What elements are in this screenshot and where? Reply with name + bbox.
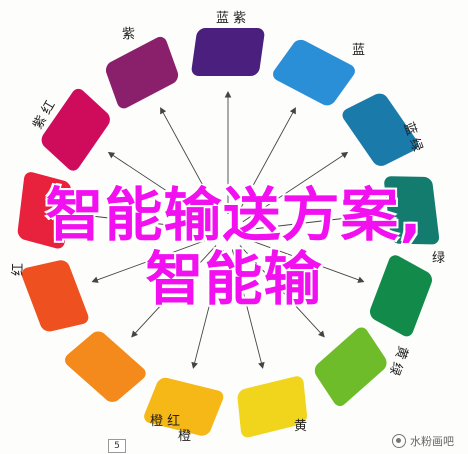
segment-yellow-orange xyxy=(237,376,307,438)
arrow-head-blue-green xyxy=(340,151,349,159)
label-orange: 橙 xyxy=(178,429,191,444)
arrow-line-violet xyxy=(108,152,214,223)
label-blue-violet: 蓝 紫 xyxy=(216,11,246,26)
arrow-line-yellow-green xyxy=(244,237,364,283)
arrow-head-violet xyxy=(107,151,116,159)
segment-red-violet xyxy=(17,172,71,249)
segment-purple xyxy=(105,36,179,109)
segment-red xyxy=(21,260,89,332)
arrow-head-red-orange xyxy=(131,330,138,338)
watermark: 水粉画吧 xyxy=(392,432,454,450)
overlay-title-line2: 智能输 xyxy=(145,245,323,313)
arrow-head-blue xyxy=(289,107,296,115)
label-yellow-green: 黄 绿 xyxy=(386,344,410,377)
arrow-head-red xyxy=(91,276,99,283)
label-red-orange: 橙 红 xyxy=(150,413,180,429)
arrow-head-yellow xyxy=(318,330,325,338)
watermark-text: 水粉画吧 xyxy=(410,435,454,448)
center-arrows xyxy=(83,91,373,369)
arrow-head-yellow-green xyxy=(357,276,365,283)
segment-orange xyxy=(144,377,224,436)
arrow-line-red xyxy=(92,237,212,283)
arrow-head-orange xyxy=(191,361,198,369)
arrow-line-green xyxy=(245,214,372,231)
segment-violet xyxy=(41,88,110,171)
ring-labels: 蓝 紫 蓝 蓝 绿 绿 黄 绿 黄 橙 橙 红 红 紫 红 紫 xyxy=(10,11,445,444)
label-green: 绿 xyxy=(432,251,445,266)
arrow-line-yellow-orange xyxy=(231,249,264,369)
color-segments xyxy=(17,28,440,438)
segment-yellow xyxy=(314,327,387,407)
label-violet: 紫 xyxy=(122,27,135,42)
arrow-head-yellow-orange xyxy=(258,361,265,369)
arrow-line-yellow xyxy=(239,245,325,338)
page-number: 5 xyxy=(108,439,126,453)
arrow-line-blue xyxy=(235,107,296,217)
segment-yellow-green xyxy=(369,255,432,337)
segment-blue-violet xyxy=(191,28,265,76)
arrow-head-green xyxy=(366,212,373,220)
arrow-line-blue-green xyxy=(242,152,348,223)
segment-red-orange xyxy=(64,331,146,402)
arrow-line-purple xyxy=(160,107,221,217)
arrow-head-blue-violet xyxy=(224,91,232,98)
arrow-line-red-violet xyxy=(84,214,211,231)
segment-blue-green xyxy=(342,93,419,166)
arrow-head-red-violet xyxy=(83,212,90,220)
wechat-icon xyxy=(392,434,406,448)
arrow-line-red-orange xyxy=(131,245,217,338)
segment-green xyxy=(384,176,440,245)
label-yellow: 黄 xyxy=(294,419,307,434)
segment-blue xyxy=(273,39,355,106)
label-red: 红 xyxy=(10,263,26,276)
label-blue: 蓝 xyxy=(352,43,365,58)
overlay-title-line1: 智能输送方案, xyxy=(45,181,423,249)
arrow-line-orange xyxy=(192,249,225,369)
arrow-head-purple xyxy=(160,107,167,115)
